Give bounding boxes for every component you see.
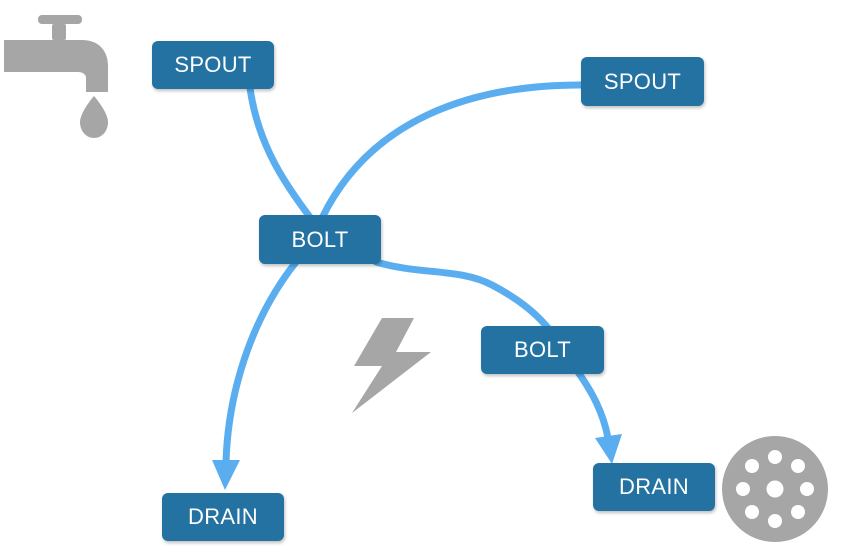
faucet-icon: [4, 15, 108, 138]
drain-grate-icon: [722, 436, 828, 542]
edge-bolt1-bolt2: [372, 258, 552, 332]
node-bolt-1: BOLT: [259, 215, 381, 264]
arrowhead-drain2: [595, 434, 622, 464]
node-drain-2: DRAIN: [593, 463, 715, 511]
edge-spout1-bolt1: [246, 84, 320, 229]
node-drain-1: DRAIN: [162, 493, 284, 541]
arrowhead-drain1: [212, 460, 240, 490]
edge-bolt1-drain1: [222, 258, 300, 466]
node-spout-2: SPOUT: [581, 57, 704, 106]
node-bolt-2: BOLT: [481, 326, 604, 374]
edge-bolt2-drain2: [574, 368, 612, 442]
lightning-bolt-icon: [352, 318, 431, 413]
node-spout-1: SPOUT: [152, 41, 274, 89]
edge-spout2-bolt1: [318, 81, 585, 222]
